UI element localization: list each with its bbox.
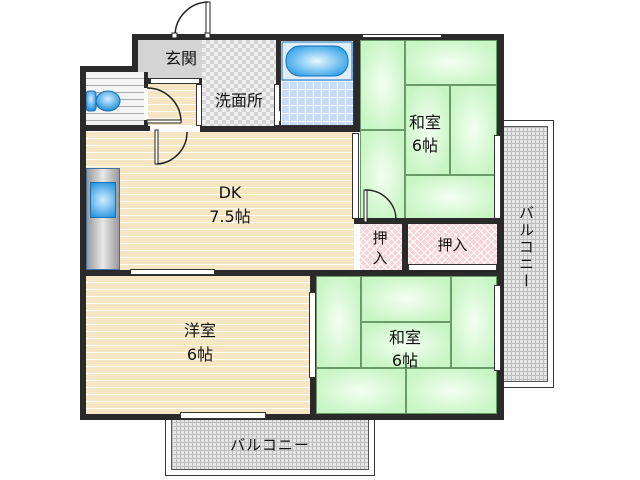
tatami: [361, 322, 451, 368]
tatami: [316, 276, 361, 368]
hall-partition: [196, 84, 202, 126]
toilet-icon: [86, 90, 121, 112]
balcony-right-label: バルコニー: [517, 205, 535, 290]
tatami: [405, 175, 497, 220]
wall-oshiire: [354, 218, 504, 224]
dk-size: 7.5帖: [209, 207, 251, 226]
washitsu-bottom-balcony-window[interactable]: [494, 285, 501, 371]
wall-hall: [144, 120, 148, 128]
dk-floor: [86, 132, 354, 270]
washitsu-bottom-size: 6帖: [391, 351, 419, 370]
tatami: [405, 85, 450, 175]
oshiire-large: [408, 224, 497, 264]
wall-bath-right: [354, 34, 360, 132]
hall-partition: [150, 78, 200, 84]
balcony-right-floor: [502, 126, 548, 382]
entrance-door-icon[interactable]: [165, 0, 215, 40]
tatami: [405, 40, 497, 85]
oshiire-small: [360, 224, 402, 270]
oshiire-small-label: 押入: [372, 229, 388, 267]
wall-outer: [80, 66, 86, 420]
tatami: [451, 276, 497, 368]
dk-door-icon[interactable]: [152, 128, 192, 168]
washitsu-bottom-label: 和室: [388, 328, 421, 347]
wall-toilet: [80, 125, 150, 131]
wall-outer: [80, 414, 504, 420]
wall-outer: [80, 66, 138, 72]
youshitsu-label: 洋室: [183, 321, 216, 340]
washitsu-top-window[interactable]: [362, 34, 442, 38]
tatami: [361, 276, 451, 322]
oshiire-large-label: 押入: [437, 236, 468, 254]
washitsu-top-balcony-window[interactable]: [494, 135, 501, 221]
tatami: [450, 85, 497, 175]
kitchen-sink-icon: [90, 182, 116, 218]
senmenjo-floor: [202, 40, 276, 126]
youshitsu-window[interactable]: [180, 412, 266, 419]
youshitsu-size: 6帖: [186, 345, 214, 364]
wall-bath-bottom: [200, 126, 358, 132]
senmenjo-door[interactable]: [274, 84, 280, 126]
washitsu-top-label: 和室: [408, 113, 441, 132]
wall-dk-bottom: [80, 270, 360, 276]
genkan-label: 玄関: [164, 49, 197, 68]
wall-bath: [276, 40, 280, 84]
dk-sliding-door[interactable]: [130, 269, 215, 275]
wall-oshiire-divider: [402, 218, 408, 276]
wall-washitsu-bottom-top: [310, 270, 504, 276]
youshitsu-floor: [86, 276, 310, 414]
tatami: [360, 40, 405, 130]
balcony-bottom-floor: [171, 418, 369, 470]
wall-outer: [497, 34, 504, 420]
hall-floor: [148, 84, 198, 126]
oshiire-door-icon[interactable]: [360, 188, 400, 224]
dk-label: DK: [218, 183, 242, 202]
tatami: [406, 368, 497, 414]
youshitsu-sliding-door[interactable]: [309, 292, 316, 378]
washitsu-top-sliding-door[interactable]: [352, 133, 359, 219]
bathtub-icon: [281, 41, 353, 81]
washitsu-top-size: 6帖: [411, 136, 439, 155]
tatami: [316, 368, 406, 414]
wall-hall: [144, 72, 148, 88]
senmenjo-label: 洗面所: [214, 91, 263, 110]
balcony-bottom-label: バルコニー: [230, 436, 310, 454]
toilet-door-icon[interactable]: [144, 86, 184, 126]
